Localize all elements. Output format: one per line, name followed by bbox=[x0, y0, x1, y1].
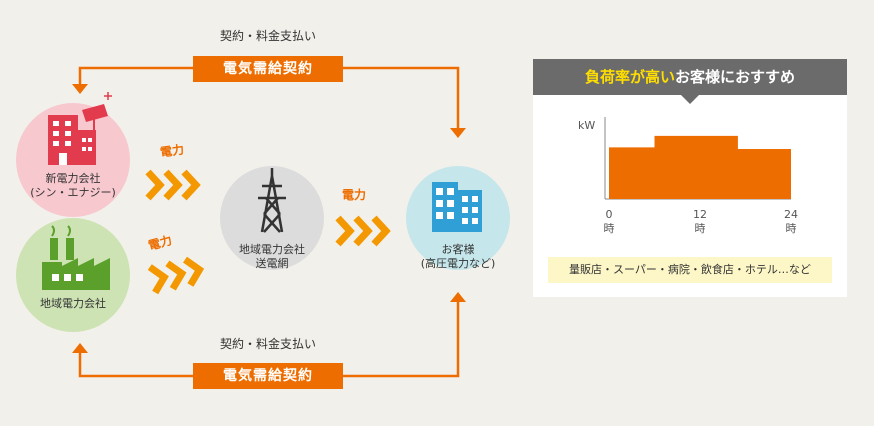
new-power-subname: (シン・エナジー) bbox=[30, 186, 116, 199]
top-payment-label: 契約・料金支払い bbox=[219, 29, 316, 43]
panel-title-rest: お客様におすすめ bbox=[675, 68, 796, 86]
x-tick-unit: 時 bbox=[694, 222, 706, 235]
load-area-series-0 bbox=[609, 135, 791, 199]
flow-chevrons-to-customer bbox=[335, 215, 391, 247]
regional-power-label: 地域電力会社 bbox=[40, 297, 106, 310]
flow-label-to-customer: 電力 bbox=[342, 188, 367, 202]
panel-title-highlight: 負荷率が高い bbox=[584, 68, 675, 86]
panel-title: 負荷率が高いお客様におすすめ bbox=[533, 59, 847, 95]
grid-name: 地域電力会社 bbox=[239, 243, 305, 256]
x-tick-value: 0 bbox=[605, 208, 613, 221]
panel-pointer bbox=[681, 95, 699, 104]
new-power-name: 新電力会社 bbox=[45, 172, 101, 185]
customer-name: お客様 bbox=[441, 243, 475, 256]
x-tick-unit: 時 bbox=[603, 222, 615, 235]
flow-chevrons-from-regional bbox=[147, 256, 205, 295]
transmission-tower-icon bbox=[258, 168, 286, 233]
load-curve-chart bbox=[604, 117, 791, 200]
office-building-with-solar-panel-icon bbox=[48, 92, 112, 165]
factory-icon bbox=[42, 225, 110, 290]
grid-circle bbox=[220, 166, 324, 270]
grid-subname: 送電網 bbox=[255, 257, 289, 270]
bottom-payment-label: 契約・料金支払い bbox=[219, 337, 316, 351]
top-arrowhead-left bbox=[72, 84, 88, 94]
bottom-contract-badge: 電気需給契約 bbox=[193, 363, 343, 389]
customer-label: お客様 (高圧電力など) bbox=[398, 243, 518, 271]
top-contract-badge: 電気需給契約 bbox=[193, 56, 343, 82]
x-tick-value: 24 bbox=[784, 208, 798, 221]
top-arrowhead-right bbox=[450, 128, 466, 138]
customer-types-box: 量販店・スーパー・病院・飲食店・ホテル…など bbox=[548, 257, 832, 283]
bottom-arrowhead-right bbox=[450, 292, 466, 302]
x-tick-unit: 時 bbox=[785, 222, 797, 235]
flow-chevrons-from-new bbox=[145, 169, 201, 201]
flow-label-from-new: 電力 bbox=[159, 142, 185, 160]
chart-ylabel: kW bbox=[578, 119, 596, 132]
new-power-label: 新電力会社 (シン・エナジー) bbox=[13, 172, 133, 200]
bottom-arrowhead-left bbox=[72, 343, 88, 353]
grid-label: 地域電力会社 送電網 bbox=[212, 243, 332, 271]
building-icon bbox=[432, 182, 482, 232]
x-tick-value: 12 bbox=[693, 208, 707, 221]
customer-subname: (高圧電力など) bbox=[420, 257, 496, 270]
